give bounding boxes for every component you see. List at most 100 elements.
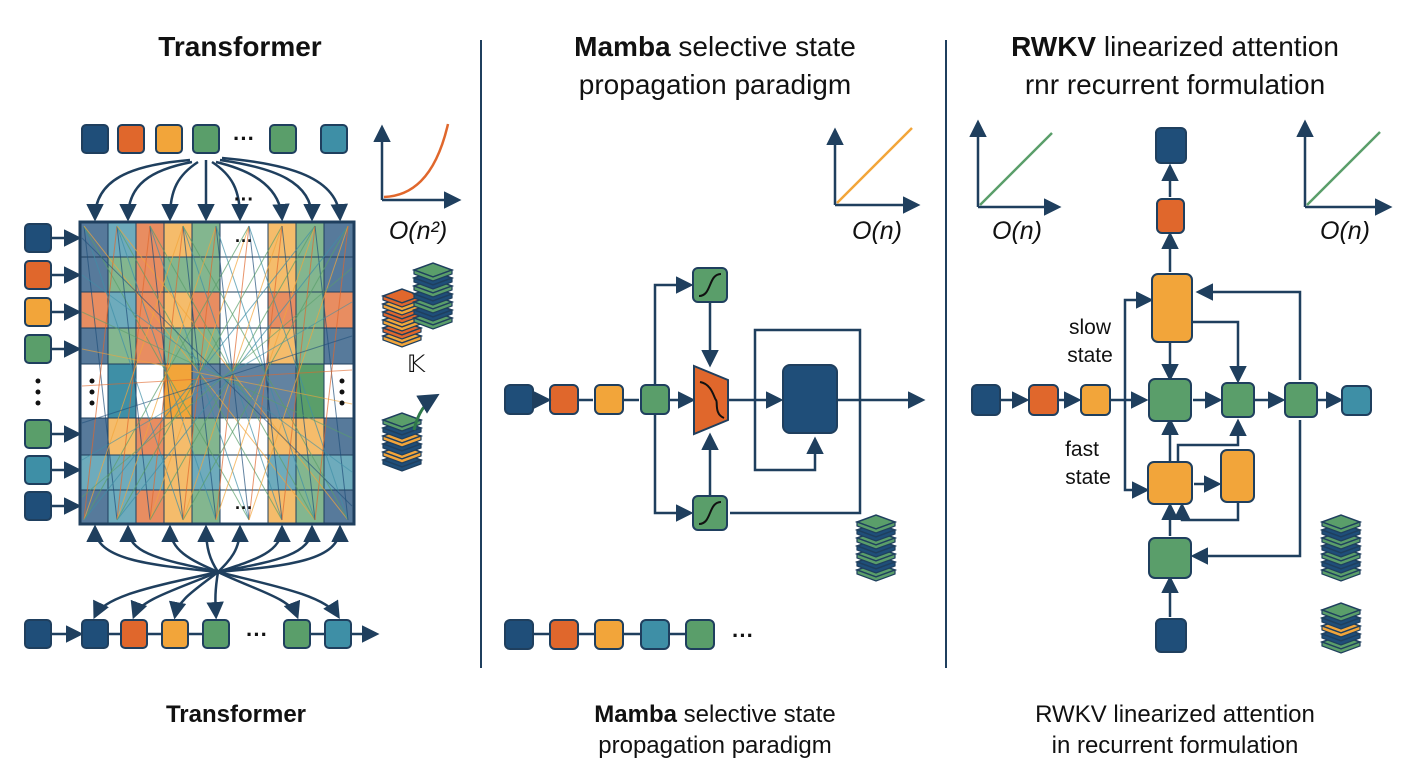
stack-layer-edge — [382, 459, 422, 472]
mamba-caption-rest: selective state — [676, 701, 836, 728]
input-mix-block — [1148, 537, 1192, 579]
stack-layer-edge — [413, 285, 453, 298]
token — [640, 384, 670, 415]
mix-block — [1284, 382, 1318, 418]
mix-block — [1221, 382, 1255, 418]
token — [685, 619, 715, 650]
ellipsis: ··· — [234, 189, 254, 211]
output-block — [1155, 127, 1187, 164]
linear-curve — [836, 127, 913, 204]
fast-state-label-2: state — [1065, 466, 1111, 489]
transformer-top-arrows — [86, 156, 349, 222]
stack-layer-edge — [382, 327, 422, 340]
stack-layer-edge — [856, 529, 896, 542]
linear-complexity-plot-right — [1296, 119, 1393, 216]
attention-line — [182, 225, 349, 521]
stack-layer-edge — [1321, 617, 1361, 630]
matrix-cell — [135, 327, 165, 365]
attention-line — [81, 369, 353, 387]
attention-line — [81, 335, 353, 424]
transformer-top-tokens — [81, 124, 348, 154]
mamba-caption-bold: Mamba — [594, 701, 677, 728]
token — [24, 334, 52, 364]
rwkv-links — [1001, 163, 1344, 617]
attention-line — [83, 225, 184, 521]
mamba-title-line2: propagation paradigm — [578, 69, 852, 100]
panel-divider-left — [480, 40, 482, 668]
transformer-panel: ··· ··· ··· ··· — [24, 123, 462, 649]
linear-complexity-plot — [826, 127, 921, 214]
output-token — [1341, 385, 1372, 416]
token — [971, 384, 1001, 416]
mamba-title-rest: selective state — [670, 31, 856, 62]
fast-state-block — [1147, 461, 1193, 505]
fast-state-side-block — [1220, 449, 1255, 503]
stack-layer-edge — [1321, 569, 1361, 582]
linear-complexity-plot-left — [969, 119, 1062, 216]
matrix-cell — [107, 489, 137, 525]
sigmoid-icon — [698, 273, 722, 297]
matrix-cell — [323, 454, 355, 491]
rwkv-caption: RWKV linearized attention in recurrent f… — [955, 699, 1395, 761]
token — [24, 260, 52, 290]
stack-layer-edge — [1321, 561, 1361, 574]
input-token — [1155, 618, 1187, 653]
attention-lines — [81, 225, 353, 521]
token — [1028, 384, 1059, 416]
slow-state-label-2: state — [1067, 344, 1113, 367]
selection-mechanism — [693, 364, 729, 436]
rwkv-title: RWKV linearized attention rnr recurrent … — [955, 28, 1395, 104]
attention-line — [81, 267, 353, 498]
stack-layer-edge — [1321, 529, 1361, 542]
mamba-title: Mamba selective state propagation paradi… — [505, 28, 925, 104]
token — [24, 491, 52, 521]
attention-line — [81, 301, 353, 461]
transformer-complexity-label: O(n²) — [389, 217, 447, 245]
rwkv-title-rest: linearized attention — [1096, 31, 1339, 62]
stack-layer-edge — [382, 419, 422, 432]
token — [117, 124, 145, 154]
attention-line — [116, 225, 349, 521]
quadratic-complexity-plot — [373, 123, 462, 209]
stack-layer-edge — [413, 317, 453, 330]
rwkv-complexity-label-right: O(n) — [1320, 217, 1370, 245]
stack-layer-edge — [1321, 609, 1361, 622]
mamba-caption: Mamba selective state propagation paradi… — [505, 699, 925, 761]
token — [283, 619, 311, 649]
stack-layer-edge — [1321, 625, 1361, 638]
stack-layer-edge — [382, 427, 422, 440]
matrix-cell — [267, 256, 297, 293]
stack-layer-edge — [382, 451, 422, 464]
token — [81, 619, 109, 649]
mix-block — [1148, 378, 1192, 422]
transformer-caption: Transformer — [86, 699, 386, 730]
ellipsis: ··· — [732, 623, 754, 648]
stack-layer-edge — [1321, 641, 1361, 654]
token — [324, 619, 352, 649]
mamba-caption-line2: propagation paradigm — [598, 732, 832, 759]
stack-layer-edge — [413, 309, 453, 322]
token — [320, 124, 348, 154]
attention-line — [81, 348, 353, 405]
rwkv-complexity-label-left: O(n) — [992, 217, 1042, 245]
stack-layer-edge — [382, 443, 422, 456]
kernel-symbol: 𝕂 — [407, 351, 426, 378]
matrix-cell — [135, 363, 165, 419]
token — [161, 619, 189, 649]
matrix-cell — [323, 256, 355, 293]
attention-line — [83, 225, 118, 521]
stack-layer-edge — [856, 553, 896, 566]
matrix-cell — [219, 363, 269, 419]
ssm-state-block — [782, 364, 838, 434]
stack-layer-edge — [856, 569, 896, 582]
transformer-title: Transformer — [90, 28, 390, 66]
slow-state-label-1: slow — [1069, 316, 1112, 339]
rwkv-title-bold: RWKV — [1011, 31, 1097, 62]
selection-curve-icon — [699, 381, 725, 419]
token — [549, 619, 579, 650]
stack-layer-edge — [1321, 537, 1361, 550]
attention-line — [83, 225, 250, 521]
token — [202, 619, 230, 649]
left-token-arrows — [52, 229, 82, 515]
